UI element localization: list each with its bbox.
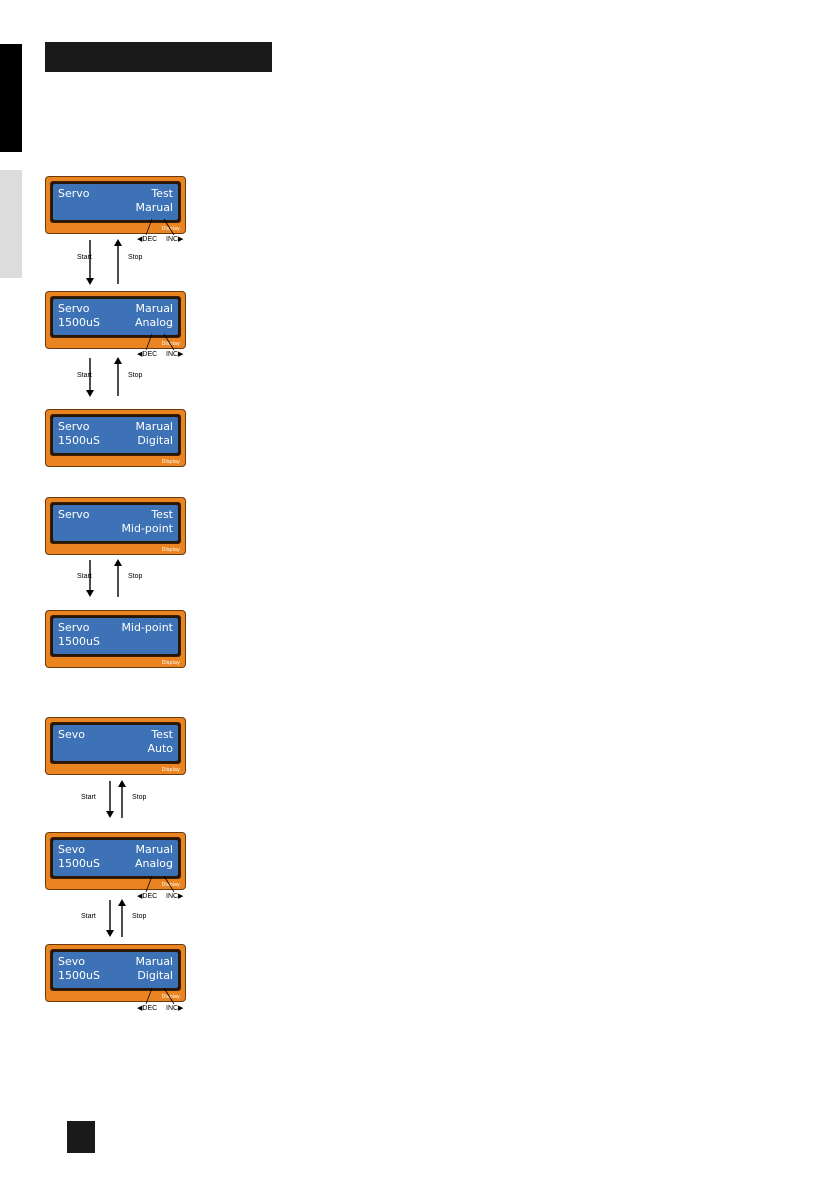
lcd-display: Servo Test Mid-point Display xyxy=(45,497,186,555)
lcd-display: Servo Marual 1500uS Analog Display xyxy=(45,291,186,349)
brand-label: Display xyxy=(161,547,180,553)
inc-key[interactable]: INC▶ xyxy=(166,893,184,900)
brand-label: Display xyxy=(161,882,180,888)
stop-label: Stop xyxy=(128,573,143,580)
start-stop-arrows: Start Stop xyxy=(72,356,192,406)
lcd-text: Mid-point xyxy=(121,522,173,535)
page-number-block xyxy=(67,1121,95,1153)
inc-key[interactable]: INC▶ xyxy=(166,1005,184,1012)
start-label: Start xyxy=(77,254,92,261)
lcd-text: Servo xyxy=(58,508,90,521)
lcd-screen: Sevo Test Auto xyxy=(53,725,178,761)
lcd-display: Sevo Marual 1500uS Digital Display xyxy=(45,944,186,1002)
lcd-text: Marual xyxy=(135,955,173,968)
lcd-screen: Servo Marual 1500uS Analog xyxy=(53,299,178,335)
lcd-display: Servo Mid-point 1500uS Display xyxy=(45,610,186,668)
lcd-text: Digital xyxy=(137,434,173,447)
lcd-screen: Servo Test Marual xyxy=(53,184,178,220)
dec-key[interactable]: ◀DEC xyxy=(137,1005,158,1012)
lcd-screen: Servo Mid-point 1500uS xyxy=(53,618,178,654)
section-tab-inactive xyxy=(0,170,22,278)
lcd-display: Sevo Test Auto Display xyxy=(45,717,186,775)
brand-label: Display xyxy=(161,459,180,465)
dec-inc-keys: ◀DEC INC▶ xyxy=(130,218,190,249)
start-label: Start xyxy=(81,794,96,801)
lcd-text: Marual xyxy=(135,420,173,433)
brand-label: Display xyxy=(161,994,180,1000)
brand-label: Display xyxy=(161,341,180,347)
stop-label: Stop xyxy=(132,794,147,801)
lcd-screen: Servo Test Mid-point xyxy=(53,505,178,541)
inc-key[interactable]: INC▶ xyxy=(166,236,184,243)
inc-key[interactable]: INC▶ xyxy=(166,351,184,358)
lcd-text: Servo xyxy=(58,420,90,433)
lcd-text: Mid-point xyxy=(121,621,173,634)
brand-label: Display xyxy=(161,660,180,666)
start-label: Start xyxy=(81,913,96,920)
lcd-screen: Sevo Marual 1500uS Analog xyxy=(53,840,178,876)
lcd-text: Marual xyxy=(135,843,173,856)
lcd-text: Sevo xyxy=(58,955,85,968)
lcd-display: Sevo Marual 1500uS Analog Display xyxy=(45,832,186,890)
lcd-screen: Servo Marual 1500uS Digital xyxy=(53,417,178,453)
stop-label: Stop xyxy=(128,254,143,261)
brand-label: Display xyxy=(161,767,180,773)
stop-label: Stop xyxy=(132,913,147,920)
dec-key[interactable]: ◀DEC xyxy=(137,236,158,243)
lcd-text: Digital xyxy=(137,969,173,982)
dec-key[interactable]: ◀DEC xyxy=(137,351,158,358)
lcd-text: Marual xyxy=(135,201,173,214)
lcd-text: 1500uS xyxy=(58,635,100,648)
lcd-text: 1500uS xyxy=(58,969,100,982)
lcd-text: Analog xyxy=(134,316,173,329)
start-stop-arrows: Start Stop xyxy=(76,779,196,829)
lcd-text: Servo xyxy=(58,621,90,634)
lcd-text: Sevo xyxy=(58,843,85,856)
start-stop-arrows: Start Stop xyxy=(72,238,192,288)
start-label: Start xyxy=(77,372,92,379)
lcd-text: Servo xyxy=(58,187,90,200)
dec-inc-keys: ◀DEC INC▶ xyxy=(130,987,190,1018)
start-stop-arrows: Start Stop xyxy=(76,898,196,948)
start-label: Start xyxy=(77,573,92,580)
dec-inc-keys: ◀DEC INC▶ xyxy=(130,875,190,906)
lcd-text: Test xyxy=(151,187,173,200)
lcd-text: Auto xyxy=(147,742,173,755)
lcd-text: 1500uS xyxy=(58,857,100,870)
lcd-text: 1500uS xyxy=(58,316,100,329)
lcd-text: Test xyxy=(151,728,173,741)
start-stop-arrows: Start Stop xyxy=(72,558,192,608)
header-bar xyxy=(45,42,272,72)
dec-inc-keys: ◀DEC INC▶ xyxy=(130,333,190,364)
lcd-text: Analog xyxy=(134,857,173,870)
lcd-screen: Sevo Marual 1500uS Digital xyxy=(53,952,178,988)
dec-key[interactable]: ◀DEC xyxy=(137,893,158,900)
lcd-text: Servo xyxy=(58,302,90,315)
brand-label: Display xyxy=(161,226,180,232)
lcd-text: Sevo xyxy=(58,728,85,741)
lcd-text: Marual xyxy=(135,302,173,315)
lcd-text: Test xyxy=(151,508,173,521)
lcd-text: 1500uS xyxy=(58,434,100,447)
section-tab-active xyxy=(0,44,22,152)
stop-label: Stop xyxy=(128,372,143,379)
lcd-display: Servo Test Marual Display xyxy=(45,176,186,234)
lcd-display: Servo Marual 1500uS Digital Display xyxy=(45,409,186,467)
